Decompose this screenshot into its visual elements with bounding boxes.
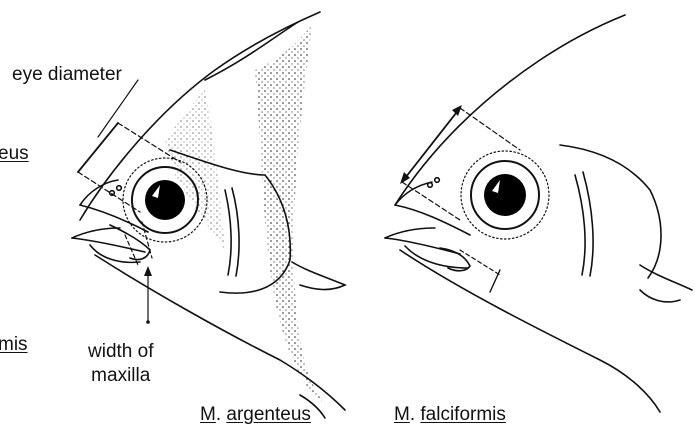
cropped-species-label-top: eus [0,143,29,165]
right-eye-diameter-line [402,108,460,182]
left-eye-label-leader [98,80,138,137]
left-pectoral-fin [292,262,345,290]
width-of-maxilla-label: width of maxilla [88,340,153,388]
caption-falciformis: M. falciformis [394,404,506,426]
left-chin [90,245,140,262]
right-mouth-top [385,228,435,238]
left-snout [80,180,118,205]
width-of-maxilla-line1: width of [88,340,153,364]
right-eye-arrow-top [452,105,462,116]
right-preoperculum [575,175,585,275]
left-nostril-2 [117,186,122,191]
eye-diameter-label: eye diameter [12,64,122,86]
cropped-species-label-bottom: mis [0,334,28,356]
right-maxilla-dash [460,250,500,275]
right-ventral-outline [400,250,660,412]
left-maxilla-dot [146,320,150,324]
width-of-maxilla-line2: maxilla [88,364,153,388]
left-pupil [145,180,185,220]
right-chin [405,246,468,268]
right-belly-detail [640,290,680,302]
left-eye-diameter-line [78,123,118,172]
right-eye-dash-top [460,108,520,150]
left-lower-jaw [72,238,145,252]
right-maxilla-line [490,270,500,292]
caption-falciformis-species: falciformis [420,404,506,425]
left-mouth-top [72,228,120,238]
left-preoperculum [225,190,231,275]
left-stipple-band-2 [165,90,225,250]
caption-argenteus-genus: M [200,404,216,425]
right-pupil [484,174,526,216]
left-maxilla-arrowhead [144,266,152,276]
right-nostril-2 [435,178,440,183]
left-preoperculum-2 [232,188,239,276]
caption-argenteus: M. argenteus [200,404,311,426]
right-nostril-1 [428,183,433,188]
right-lower-jaw [385,238,460,254]
caption-falciformis-genus: M [394,404,410,425]
right-snout [395,182,432,205]
caption-argenteus-species: argenteus [226,404,311,425]
right-operculum [560,145,661,278]
right-fish-falciformis [385,15,692,412]
